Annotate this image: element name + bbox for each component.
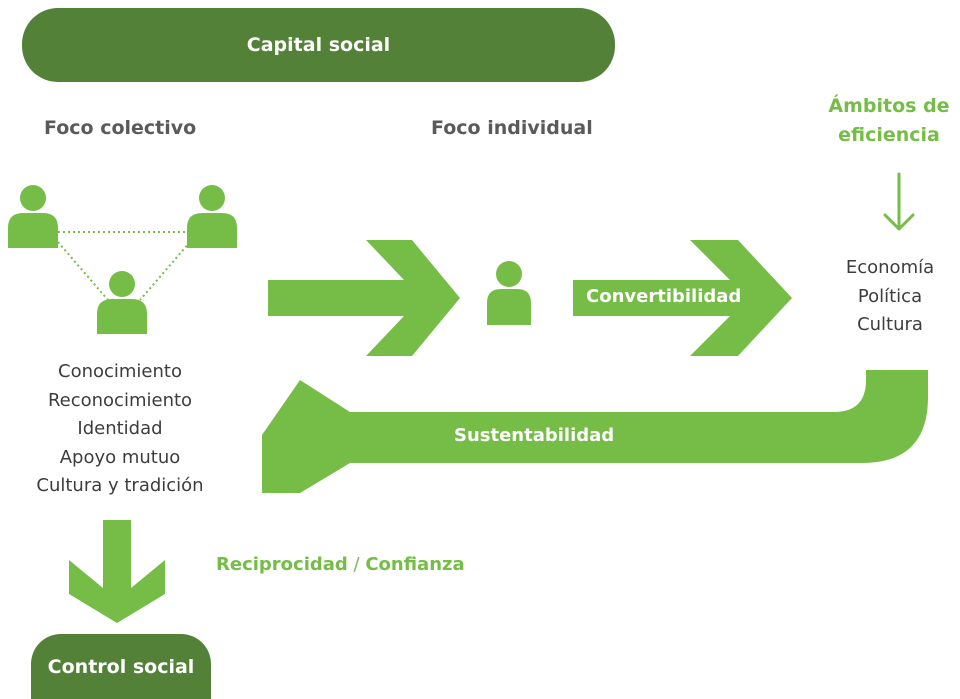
- person-icon: [97, 271, 147, 334]
- trust-text: Confianza: [365, 554, 465, 575]
- list-item: Cultura y tradición: [36, 475, 204, 496]
- control-title: Control social: [47, 655, 195, 678]
- list-item: Identidad: [77, 418, 163, 439]
- reciprocity-separator: /: [347, 554, 366, 575]
- list-item: Apoyo mutuo: [59, 446, 181, 468]
- collective-list: Conocimiento Reconocimiento Identidad Ap…: [10, 358, 230, 501]
- person-icon: [8, 185, 58, 248]
- list-item: Conocimiento: [58, 361, 182, 382]
- person-icon: [187, 185, 237, 248]
- reciprocity-text: Reciprocidad: [216, 554, 348, 575]
- banner-title: Capital social: [246, 34, 391, 56]
- reciprocity-label: Reciprocidad / Confianza: [216, 554, 465, 575]
- network-lines: [57, 231, 191, 301]
- efficiency-heading-line: eficiencia: [838, 124, 940, 146]
- list-item: Política: [857, 285, 923, 307]
- capital-social-banner: Capital social: [22, 8, 615, 82]
- sustainability-label: Sustentabilidad: [454, 425, 615, 446]
- efficiency-heading-line: Ámbitos de: [828, 95, 950, 117]
- efficiency-list: Economía Política Cultura: [830, 254, 950, 340]
- list-item: Economía: [845, 257, 935, 278]
- arrow-down-icon: [69, 520, 165, 623]
- list-item: Cultura: [857, 314, 923, 335]
- collective-focus-heading: Foco colectivo: [44, 117, 197, 139]
- convertibility-label: Convertibilidad: [586, 286, 742, 307]
- arrow-right-icon: [573, 240, 792, 356]
- efficiency-heading: Ámbitos de eficiencia: [820, 92, 958, 150]
- list-item: Reconocimiento: [47, 389, 193, 411]
- person-icon: [487, 261, 531, 325]
- arrow-right-icon: [268, 240, 460, 356]
- individual-focus-heading: Foco individual: [431, 117, 593, 139]
- control-social-box: Control social: [31, 634, 211, 699]
- arrow-left-icon: [262, 370, 928, 493]
- arrow-down-icon: [883, 172, 915, 231]
